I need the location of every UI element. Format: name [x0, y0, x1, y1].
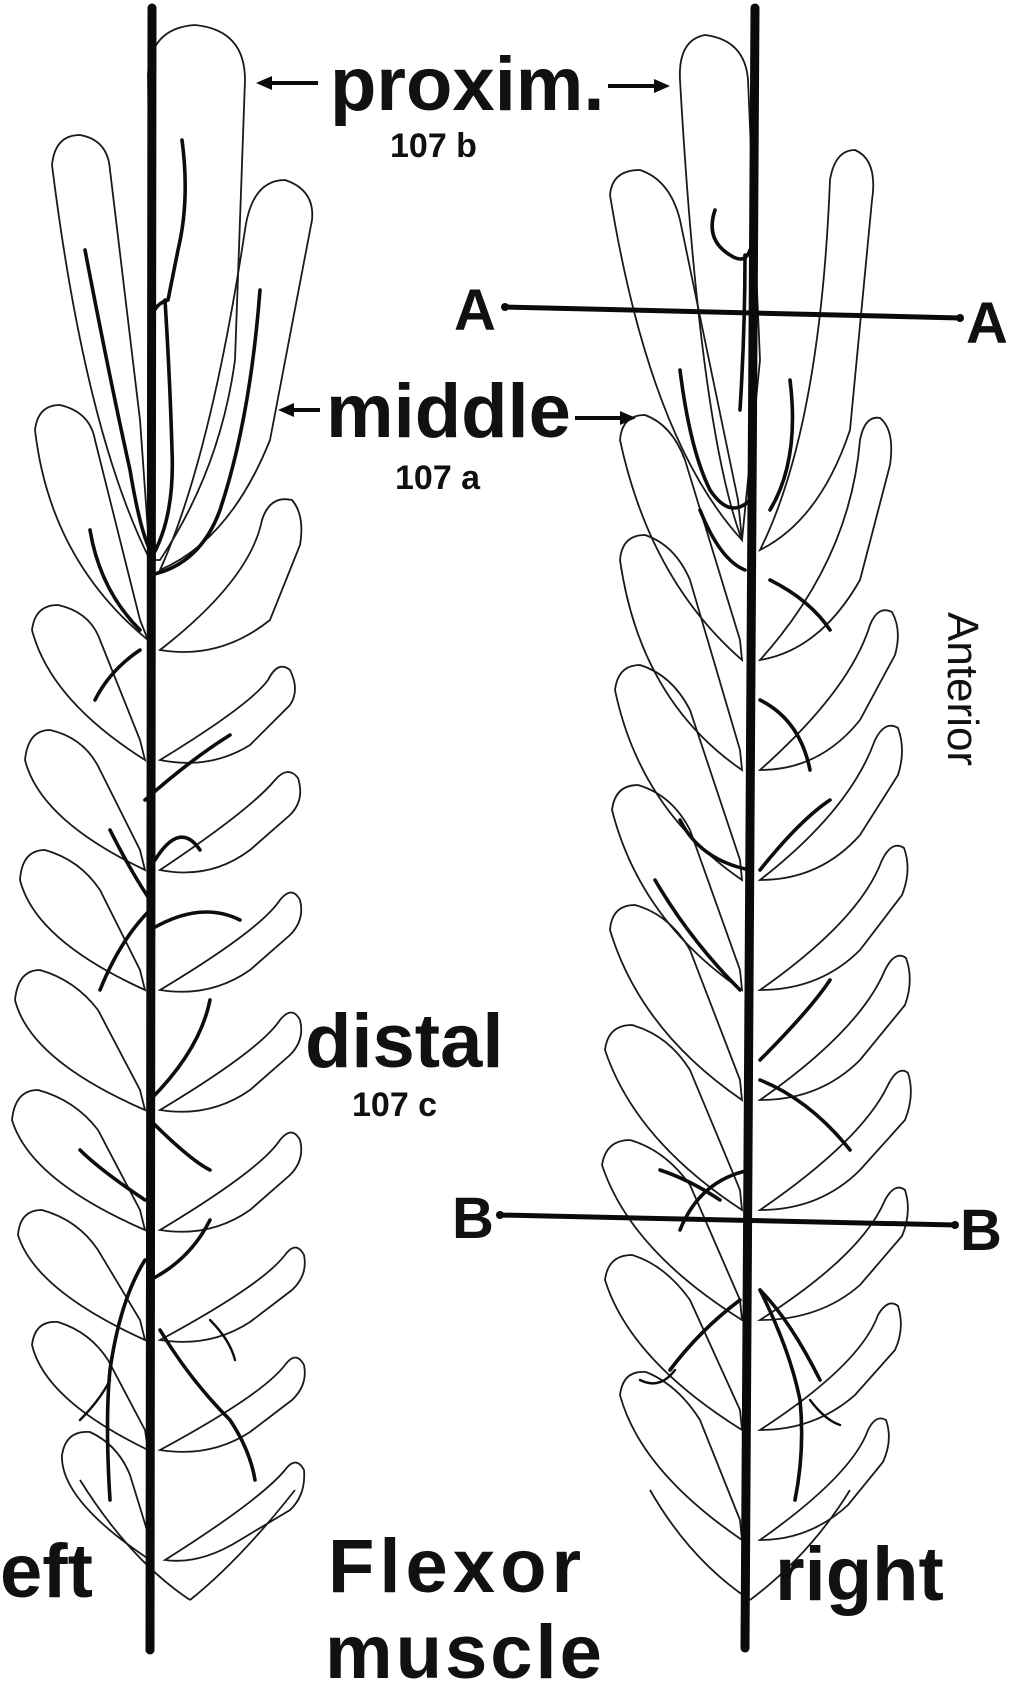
- left-axis-line: [150, 8, 152, 1650]
- distal-figure-number: 107 c: [352, 1086, 437, 1124]
- left-muscle: [12, 8, 312, 1650]
- anterior-label: Anterior: [938, 612, 987, 766]
- distal-label-group: distal 107 c: [305, 999, 504, 1124]
- right-side-label: right: [775, 1532, 944, 1617]
- section-line-b: [500, 1215, 955, 1225]
- middle-label-group: middle 107 a: [278, 369, 636, 497]
- left-lamellae: [12, 25, 312, 1600]
- proximal-label-group: proxim. 107 b: [256, 42, 670, 165]
- section-b: B B: [452, 1186, 1002, 1263]
- middle-figure-number: 107 a: [395, 459, 481, 497]
- proximal-label: proxim.: [330, 42, 605, 127]
- section-line-a: [505, 307, 960, 318]
- section-a-label-left: A: [454, 278, 496, 343]
- section-b-label-left: B: [452, 1186, 494, 1251]
- distal-label: distal: [305, 999, 504, 1084]
- left-nerve-branches: [80, 140, 260, 1500]
- section-a-label-right: A: [966, 291, 1008, 356]
- title-line-2: muscle: [325, 1610, 605, 1695]
- right-muscle: [602, 8, 911, 1648]
- middle-label: middle: [326, 369, 571, 454]
- section-a: A A: [454, 278, 1008, 356]
- section-b-label-right: B: [960, 1198, 1002, 1263]
- proximal-figure-number: 107 b: [390, 127, 477, 165]
- title-line-1: Flexor: [328, 1524, 586, 1609]
- left-side-label: eft: [0, 1529, 93, 1614]
